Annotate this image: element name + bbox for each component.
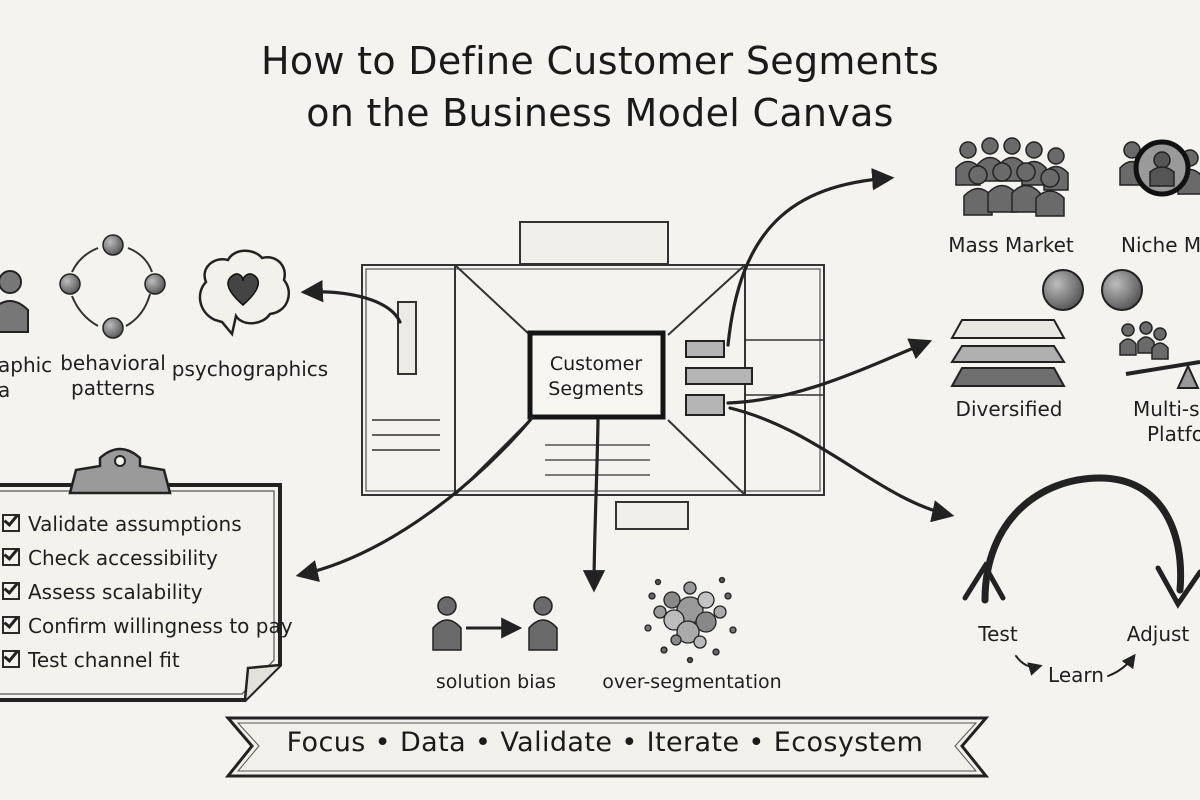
checkbox-checked-icon <box>2 650 20 668</box>
cycle-learn-label: Learn <box>1048 663 1104 687</box>
page-title-line1: How to Define Customer Segments <box>260 39 940 83</box>
diversified-label: Diversified <box>956 397 1063 421</box>
behavioral-label-line2: patterns <box>71 376 155 400</box>
checkbox-checked-icon <box>2 548 20 566</box>
checklist-item-label: Confirm willingness to pay <box>28 614 293 638</box>
checklist-item: Assess scalability <box>2 580 203 604</box>
ribbon-banner <box>224 716 990 778</box>
checklist-item: Confirm willingness to pay <box>2 614 293 638</box>
demographic-label-line1: aphic <box>0 353 52 377</box>
iteration-cycle-arrows <box>962 474 1200 677</box>
checklist-item-label: Test channel fit <box>28 648 180 672</box>
psychographics-label: psychographics <box>172 357 328 381</box>
multi-sided-label-line1: Multi-s <box>1133 397 1200 421</box>
over-segmentation-label: over-segmentation <box>602 671 781 693</box>
seesaw-group-icon <box>1119 321 1200 389</box>
cycle-test-label: Test <box>977 622 1018 646</box>
customer-segments-box <box>527 330 753 420</box>
checklist-item-label: Assess scalability <box>28 580 203 604</box>
cycle-adjust-label: Adjust <box>1127 622 1190 646</box>
segment-balls <box>1042 269 1143 311</box>
checkbox-checked-icon <box>2 514 20 532</box>
stacked-layers-icon <box>950 319 1066 387</box>
checklist-item-label: Validate assumptions <box>28 512 242 536</box>
cycle-dots-icon <box>59 234 166 339</box>
page-title-line2: on the Business Model Canvas <box>306 91 894 135</box>
connector-arrows <box>295 168 955 593</box>
cluster-icon <box>644 576 737 664</box>
solution-bias-label: solution bias <box>436 671 556 693</box>
magnifier-niche-icon <box>1119 139 1200 197</box>
customer-segments-label-line1: Customer <box>550 353 642 375</box>
brain-heart-icon <box>198 249 290 337</box>
behavioral-label-line1: behavioral <box>60 351 166 375</box>
niche-market-label: Niche Ma <box>1121 233 1200 257</box>
checklist-item: Validate assumptions <box>2 512 242 536</box>
checkbox-checked-icon <box>2 582 20 600</box>
demographic-label-line2: a <box>0 378 10 402</box>
multi-sided-label-line2: Platfo <box>1147 422 1200 446</box>
mass-market-label: Mass Market <box>948 233 1074 257</box>
crowd-icon <box>955 137 1069 217</box>
checkbox-checked-icon <box>2 616 20 634</box>
customer-segments-label-line2: Segments <box>548 378 643 400</box>
person-icon <box>0 270 29 333</box>
banner-text: Focus • Data • Validate • Iterate • Ecos… <box>286 727 924 758</box>
clipboard <box>0 447 282 702</box>
checklist-item-label: Check accessibility <box>28 546 218 570</box>
checklist-item: Test channel fit <box>2 648 180 672</box>
checklist-item: Check accessibility <box>2 546 218 570</box>
solution-bias-icon <box>432 596 558 651</box>
